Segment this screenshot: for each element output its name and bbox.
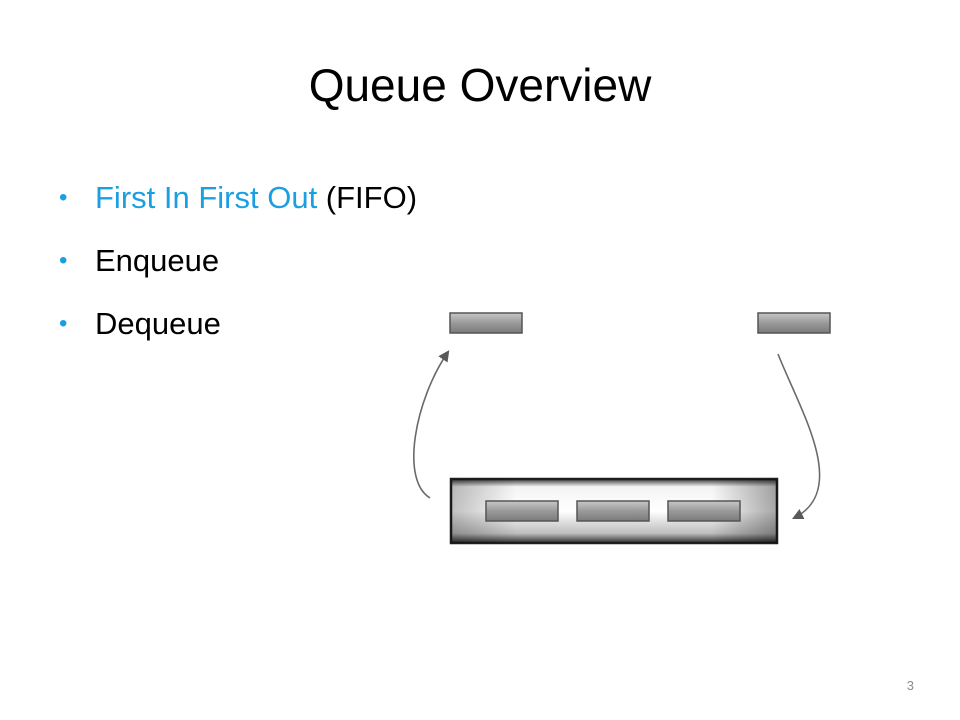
- bullet-icon: •: [59, 184, 68, 211]
- bullet-icon: •: [59, 247, 68, 274]
- bullet-dequeue-text: Dequeue: [95, 306, 221, 341]
- queue-diagram: [413, 312, 831, 545]
- slide-title: Queue Overview: [308, 59, 652, 111]
- page-number: 3: [906, 678, 914, 693]
- bullet-icon: •: [59, 310, 68, 337]
- bullet-dequeue: • Dequeue: [58, 302, 417, 345]
- dequeue-arrow-icon: [413, 350, 450, 499]
- queue-item: [485, 500, 559, 522]
- bullet-enqueue: • Enqueue: [58, 239, 417, 282]
- bullet-fifo-highlight: First In First Out: [95, 180, 318, 215]
- queue-item: [576, 500, 650, 522]
- dequeued-item: [449, 312, 523, 334]
- enqueue-arrow-icon: [777, 353, 821, 520]
- queue-item: [667, 500, 741, 522]
- bullet-enqueue-text: Enqueue: [95, 243, 220, 278]
- bullet-fifo-rest: (FIFO): [317, 180, 418, 215]
- bullet-fifo: • First In First Out (FIFO): [58, 176, 417, 219]
- bullet-list: • First In First Out (FIFO) • Enqueue • …: [58, 176, 417, 365]
- incoming-item: [757, 312, 831, 334]
